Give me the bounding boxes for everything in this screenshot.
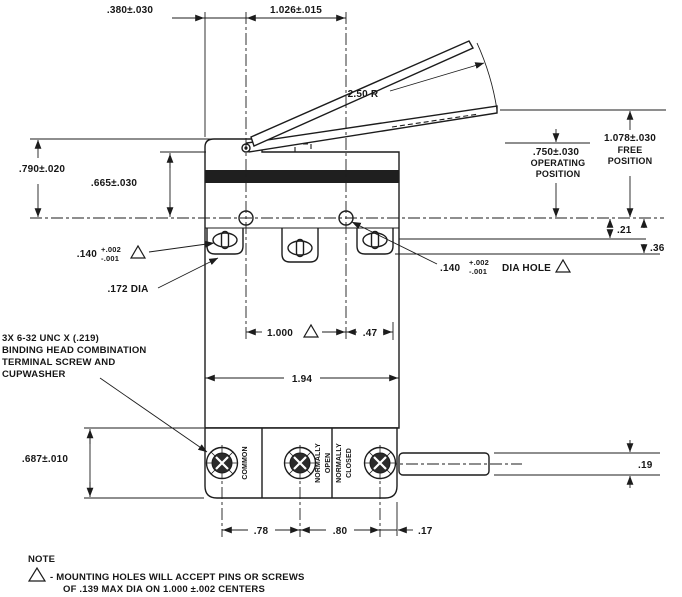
screw-callout-line3: TERMINAL SCREW AND (2, 357, 115, 368)
dim-19-label: .19 (638, 460, 653, 471)
leader-radius (389, 62, 485, 92)
cover-band (205, 170, 399, 183)
operating-position-value: .750±.030 (533, 147, 579, 158)
slot-width-tol-minus: -.001 (101, 254, 119, 263)
lever-assembly (241, 40, 498, 153)
note-title: NOTE (28, 554, 55, 565)
dim-78-label: .78 (254, 526, 269, 537)
hole-dia-tol-minus: -.001 (469, 267, 487, 276)
dim-790-label: .790±.020 (19, 164, 65, 175)
hole-dia-tol-plus: +.002 (469, 258, 489, 267)
free-position-value: 1.078±.030 (604, 133, 656, 144)
terminal-label-no2: OPEN (325, 453, 332, 473)
mounting-foot-center (281, 228, 319, 263)
annotations: .380±.030 1.026±.015 2.50 R 1.078±.030 F… (2, 5, 665, 595)
dim-47-label: .47 (363, 328, 378, 339)
lever-raised-position (250, 40, 474, 147)
slot-width-tol-plus: +.002 (101, 245, 121, 254)
dim-80-label: .80 (333, 526, 348, 537)
latch-notch (294, 143, 312, 153)
operating-position-word1: OPERATING (531, 158, 586, 168)
mounting-foot-left (206, 228, 244, 255)
hole-dia-value: .140 (440, 263, 461, 274)
dim-380-label: .380±.030 (107, 5, 153, 16)
dia-172-label: .172 DIA (107, 284, 148, 295)
centerlines (30, 12, 666, 537)
terminal-label-common: COMMON (242, 446, 249, 479)
terminal-labels: COMMON NORMALLY OPEN NORMALLY CLOSED (242, 443, 353, 483)
terminal-screw-normally-closed (363, 446, 397, 480)
dim-1026-label: 1.026±.015 (270, 5, 322, 16)
leader-slot-width (148, 240, 215, 253)
leader-dia-hole (351, 221, 438, 265)
operating-position-word2: POSITION (536, 169, 581, 179)
free-position-word2: POSITION (608, 156, 653, 166)
note-line2: OF .139 MAX DIA ON 1.000 ±.002 CENTERS (63, 584, 265, 595)
footnote: NOTE - MOUNTING HOLES WILL ACCEPT PINS O… (27, 554, 305, 595)
terminal-screw-normally-open (283, 446, 317, 480)
dim-194-label: 1.94 (292, 374, 313, 385)
screw-callout-line4: CUPWASHER (2, 369, 66, 380)
note-flag-icon (302, 323, 320, 338)
terminal-screws (205, 446, 397, 480)
dim-665-label: .665±.030 (91, 178, 137, 189)
free-position-word1: FREE (618, 145, 643, 155)
lever-sweep-arc (476, 42, 498, 111)
note-flag-icon (129, 244, 147, 259)
terminal-screw-callout: 3X 6-32 UNC X (.219) BINDING HEAD COMBIN… (2, 333, 146, 380)
dim-21-label: .21 (617, 225, 632, 236)
terminal-label-nc1: NORMALLY (336, 443, 343, 483)
screw-callout-line1: 3X 6-32 UNC X (.219) (2, 333, 99, 344)
terminal-label-nc2: CLOSED (346, 448, 353, 478)
terminal-screw-common (205, 446, 239, 480)
radius-label: 2.50 R (348, 89, 379, 100)
leader-terminal-screw (99, 377, 208, 453)
dim-17-label: .17 (418, 526, 433, 537)
screw-callout-line2: BINDING HEAD COMBINATION (2, 345, 146, 356)
note-flag-icon (27, 566, 47, 582)
leader-dia-172 (157, 257, 219, 289)
dimension-lines (34, 14, 648, 534)
note-flag-icon (554, 258, 572, 273)
note-line1: - MOUNTING HOLES WILL ACCEPT PINS OR SCR… (50, 572, 305, 583)
dim-36-label: .36 (650, 243, 665, 254)
dim-687-label: .687±.010 (22, 454, 68, 465)
hole-dia-word: DIA HOLE (502, 263, 551, 274)
switch-body (204, 138, 490, 499)
slot-width-label: .140 (77, 249, 98, 260)
terminal-label-no1: NORMALLY (315, 443, 322, 483)
dim-1000-label: 1.000 (267, 328, 293, 339)
lever-ghost-position (391, 113, 480, 128)
